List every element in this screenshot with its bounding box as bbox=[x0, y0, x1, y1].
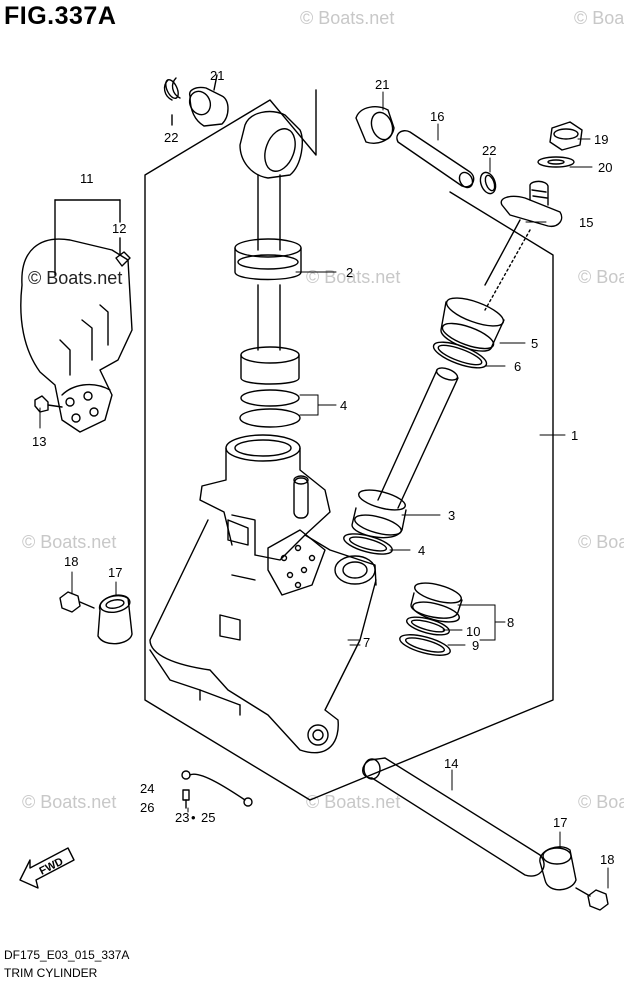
cylinder-rod bbox=[234, 110, 303, 428]
tilt-rod bbox=[343, 219, 521, 555]
leader-lines bbox=[39, 91, 609, 889]
callout-25: 25 bbox=[201, 810, 215, 825]
watermark: © Boats.net bbox=[578, 792, 624, 812]
callout-4: 4 bbox=[340, 398, 347, 413]
bracket-assembly bbox=[20, 199, 133, 433]
watermark: © Boats.net bbox=[300, 8, 394, 28]
figure-name: TRIM CYLINDER bbox=[4, 966, 98, 980]
callout-3: 3 bbox=[448, 508, 455, 523]
assembly-outline bbox=[144, 89, 554, 801]
callout-9: 9 bbox=[472, 638, 479, 653]
upper-bushing-left bbox=[163, 74, 229, 127]
callout-15: 15 bbox=[579, 215, 593, 230]
callout-12: 12 bbox=[112, 221, 126, 236]
watermark: © Boats.net bbox=[578, 532, 624, 552]
callout-1: 1 bbox=[571, 428, 578, 443]
watermarks: © Boats.net © Boats.net © Boats.net © Bo… bbox=[22, 8, 624, 812]
callout-18: 18 bbox=[64, 554, 78, 569]
ring-stack bbox=[399, 582, 463, 656]
fwd-arrow-icon: FWD bbox=[19, 847, 75, 889]
fwd-label: FWD bbox=[38, 856, 66, 878]
watermark: © Boats.net bbox=[28, 268, 122, 288]
callout-21: 21 bbox=[375, 77, 389, 92]
callout-19: 19 bbox=[594, 132, 608, 147]
callout-separator: • bbox=[191, 810, 196, 825]
callout-17: 17 bbox=[553, 815, 567, 830]
callout-13: 13 bbox=[32, 434, 46, 449]
callout-22: 22 bbox=[164, 130, 178, 145]
lower-left-bushing bbox=[59, 591, 133, 645]
callout-26: 26 bbox=[140, 800, 154, 815]
watermark: © Boats.net bbox=[22, 532, 116, 552]
callout-8: 8 bbox=[507, 615, 514, 630]
lower-pin bbox=[362, 757, 609, 911]
callout-2: 2 bbox=[346, 265, 353, 280]
callout-16: 16 bbox=[430, 109, 444, 124]
figure-title: FIG.337A bbox=[4, 2, 117, 30]
watermark: © Boats.net bbox=[306, 792, 400, 812]
callout-23: 23 bbox=[175, 810, 189, 825]
watermark: © Boats.net bbox=[22, 792, 116, 812]
callout-14: 14 bbox=[444, 756, 458, 771]
callout-21: 21 bbox=[210, 68, 224, 83]
callout-6: 6 bbox=[514, 359, 521, 374]
figure-code: DF175_E03_015_337A bbox=[4, 948, 130, 962]
callout-4: 4 bbox=[418, 543, 425, 558]
cylinder-body bbox=[149, 434, 377, 754]
callout-22: 22 bbox=[482, 143, 496, 158]
callout-7: 7 bbox=[363, 635, 370, 650]
ground-wire bbox=[181, 770, 253, 809]
watermark: © Boats.net bbox=[574, 8, 624, 28]
callout-20: 20 bbox=[598, 160, 612, 175]
upper-right-parts bbox=[355, 106, 583, 311]
watermark: © Boats.net bbox=[578, 267, 624, 287]
callout-10: 10 bbox=[466, 624, 480, 639]
callout-17: 17 bbox=[108, 565, 122, 580]
callout-24: 24 bbox=[140, 781, 154, 796]
callout-11: 11 bbox=[80, 171, 94, 186]
callout-18: 18 bbox=[600, 852, 614, 867]
callout-5: 5 bbox=[531, 336, 538, 351]
